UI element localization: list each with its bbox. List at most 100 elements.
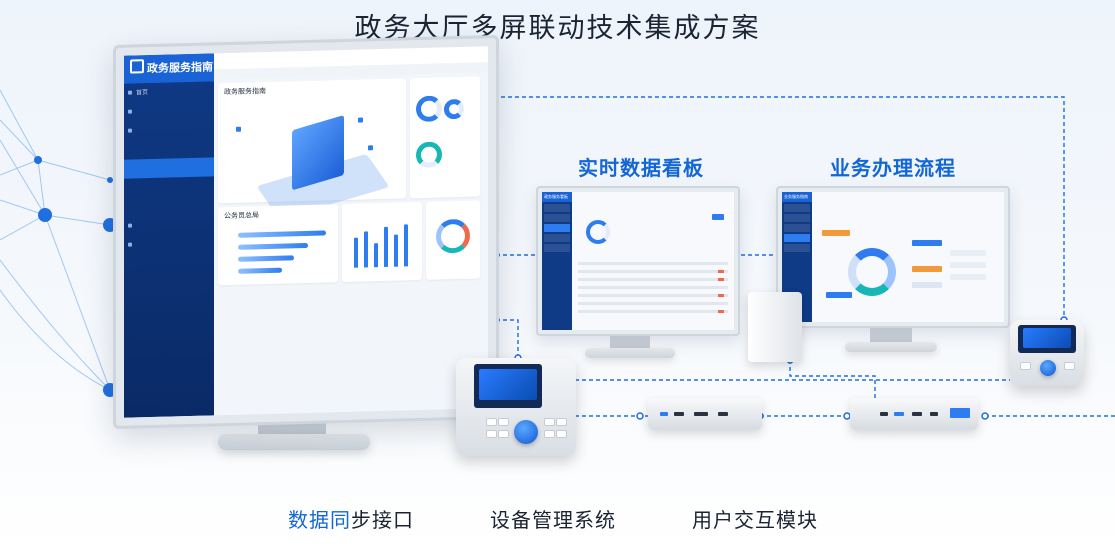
- board-sidebar: 政务服务看板: [542, 192, 572, 330]
- table-row: [578, 262, 728, 265]
- main-sidebar-logo: 政务服务指南: [124, 53, 214, 84]
- menu-icon: [128, 109, 132, 114]
- sidebar-item-active[interactable]: [124, 157, 214, 179]
- flow-step: [950, 250, 986, 256]
- sidebar-item[interactable]: [124, 138, 214, 159]
- flow-menu-item-active[interactable]: [784, 234, 810, 242]
- board-menu-item[interactable]: [544, 214, 570, 222]
- flow-step: [950, 262, 986, 268]
- table-row: [578, 270, 728, 273]
- bar-panel-title: 公务员总局: [224, 211, 259, 221]
- terminal-key[interactable]: [544, 430, 555, 438]
- table-row: [578, 294, 728, 297]
- column-panel: [342, 201, 422, 283]
- flow-tag-blue: [826, 292, 852, 298]
- column-bar: [364, 231, 368, 268]
- column-bar: [354, 237, 358, 268]
- progress-bar: [238, 255, 294, 262]
- flow-monitor: 业务服务指南: [776, 186, 1010, 328]
- terminal-key[interactable]: [544, 418, 555, 426]
- info-icon: [236, 126, 241, 132]
- guide-panel: 政务服务指南: [218, 78, 406, 220]
- terminal-key[interactable]: [486, 430, 497, 438]
- port: [912, 412, 922, 416]
- column-bar: [374, 243, 378, 268]
- device-box-1: [648, 398, 762, 430]
- board-menu-item-active[interactable]: [544, 224, 570, 232]
- side-terminal-knob[interactable]: [1040, 360, 1056, 376]
- flow-step: [912, 240, 942, 246]
- sidebar-item[interactable]: [124, 233, 214, 254]
- port: [930, 412, 938, 416]
- terminal-key[interactable]: [498, 418, 509, 426]
- flow-tag-orange: [822, 230, 850, 236]
- main-monitor-base: [218, 434, 370, 450]
- sidebar-item[interactable]: 首页: [124, 81, 214, 102]
- flow-step: [950, 274, 986, 280]
- board-ring: [586, 220, 610, 244]
- menu-icon: [128, 90, 132, 95]
- terminal-knob[interactable]: [514, 420, 538, 444]
- board-menu-item[interactable]: [544, 204, 570, 212]
- terminal-key[interactable]: [556, 430, 567, 438]
- info-icon: [368, 145, 373, 151]
- info-bubble: [236, 126, 243, 134]
- sidebar-item[interactable]: [124, 119, 214, 140]
- main-monitor: 政务服务指南 首页 政务服务指南: [113, 34, 499, 430]
- flow-menu-item[interactable]: [784, 214, 810, 222]
- board-button[interactable]: [712, 214, 724, 220]
- stat-ring: [416, 141, 442, 169]
- status-panel: [950, 408, 970, 418]
- sidebar-item[interactable]: [124, 100, 214, 121]
- label-data-interface: 数据同步接口: [288, 508, 414, 532]
- terminal-key[interactable]: [556, 418, 567, 426]
- board-monitor: 政务服务看板: [536, 186, 740, 336]
- device-box-2: [850, 398, 978, 430]
- donut-ring: [436, 218, 470, 254]
- side-terminal: [1010, 320, 1084, 386]
- network-node: [107, 177, 113, 183]
- terminal-key[interactable]: [498, 430, 509, 438]
- donut-panel: [426, 200, 480, 280]
- info-icon: [358, 117, 363, 123]
- info-bubble: [368, 145, 375, 152]
- terminal-key[interactable]: [1020, 362, 1031, 370]
- progress-bar: [238, 242, 308, 250]
- stats-panel: [410, 76, 480, 199]
- server-tower: [748, 292, 802, 362]
- terminal-key[interactable]: [1064, 362, 1075, 370]
- board-monitor-screen: 政务服务看板: [542, 192, 734, 330]
- network-lines: [0, 89, 111, 391]
- sidebar-item[interactable]: [124, 176, 214, 197]
- info-bubble: [358, 117, 365, 124]
- progress-bar: [238, 230, 326, 238]
- flow-menu-item[interactable]: [784, 204, 810, 212]
- network-node: [34, 156, 42, 164]
- board-monitor-base: [585, 348, 675, 358]
- port: [880, 412, 888, 416]
- column-bar: [384, 226, 388, 267]
- sidebar-item[interactable]: [124, 214, 214, 235]
- board-menu-item[interactable]: [544, 244, 570, 252]
- stat-ring: [444, 98, 464, 120]
- flow-menu-item[interactable]: [784, 224, 810, 232]
- link-top: [467, 96, 1065, 320]
- progress-bar: [238, 267, 282, 274]
- board-menu-item[interactable]: [544, 234, 570, 242]
- usb-port: [894, 412, 904, 416]
- terminal-key[interactable]: [486, 418, 497, 426]
- network-nodes: [34, 156, 117, 397]
- port: [694, 412, 708, 416]
- port: [718, 412, 728, 416]
- menu-icon: [128, 223, 132, 228]
- table-row: [578, 310, 728, 313]
- table-row: [578, 286, 728, 289]
- bar-panel: 公务员总局: [218, 204, 338, 286]
- flow-menu-item[interactable]: [784, 244, 810, 252]
- side-terminal-screen: [1018, 325, 1076, 353]
- flow-monitor-screen: 业务服务指南: [782, 192, 1004, 322]
- flow-step: [912, 282, 942, 288]
- flow-sidebar-logo: 业务服务指南: [782, 192, 812, 202]
- main-monitor-screen: 政务服务指南 首页 政务服务指南: [124, 46, 488, 418]
- sidebar-item[interactable]: [124, 195, 214, 216]
